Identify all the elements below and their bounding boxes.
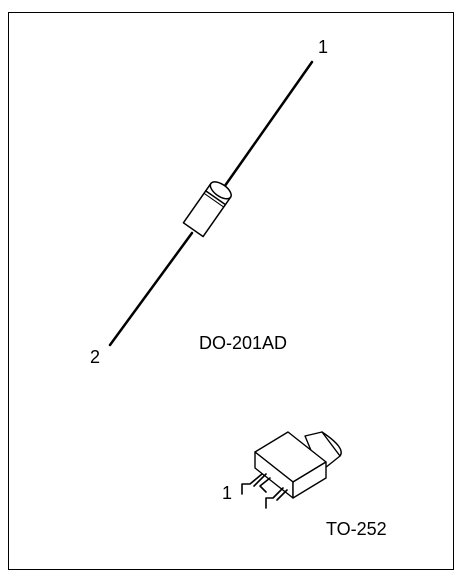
to252-leads <box>241 473 288 509</box>
diode-lead-pin1 <box>220 60 314 192</box>
diode-body <box>182 181 232 238</box>
diode-lead-pin2 <box>108 231 194 347</box>
to252-body-side <box>292 461 327 499</box>
pin-label-2: 2 <box>90 347 101 367</box>
diagram-frame <box>8 12 454 570</box>
cathode-band <box>205 190 227 206</box>
pin-label-1: 1 <box>318 37 329 57</box>
do201ad-diode <box>108 60 314 347</box>
to252-pin-label-1: 1 <box>222 483 233 503</box>
to252-package <box>241 431 342 509</box>
package-label-to252: TO-252 <box>326 519 387 539</box>
package-label-do201ad: DO-201AD <box>199 333 288 353</box>
